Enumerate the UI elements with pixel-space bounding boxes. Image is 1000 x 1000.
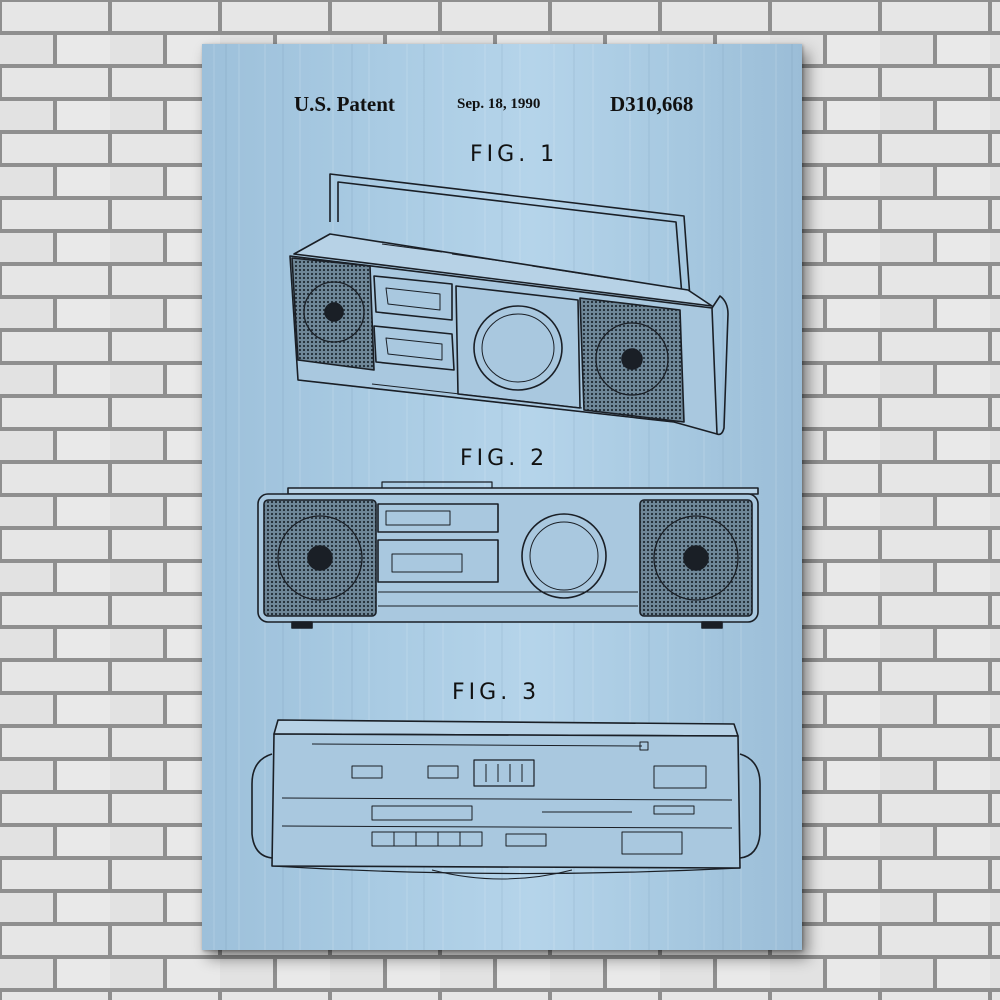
fig-1-boombox-drawing [289, 173, 729, 436]
patent-number: D310,668 [610, 92, 694, 116]
patent-drawings [251, 173, 761, 880]
fig-1-label: FIG. 1 [470, 142, 559, 167]
fig-2-boombox-drawing [257, 481, 759, 629]
patent-office-label: U.S. Patent [294, 92, 395, 116]
fig-2-label: FIG. 2 [460, 446, 549, 471]
patent-poster: U.S. Patent Sep. 18, 1990 D310,668 FIG. … [202, 44, 802, 950]
fig-3-boombox-drawing [251, 719, 761, 880]
patent-date: Sep. 18, 1990 [457, 96, 541, 112]
fig-3-label: FIG. 3 [452, 680, 541, 705]
